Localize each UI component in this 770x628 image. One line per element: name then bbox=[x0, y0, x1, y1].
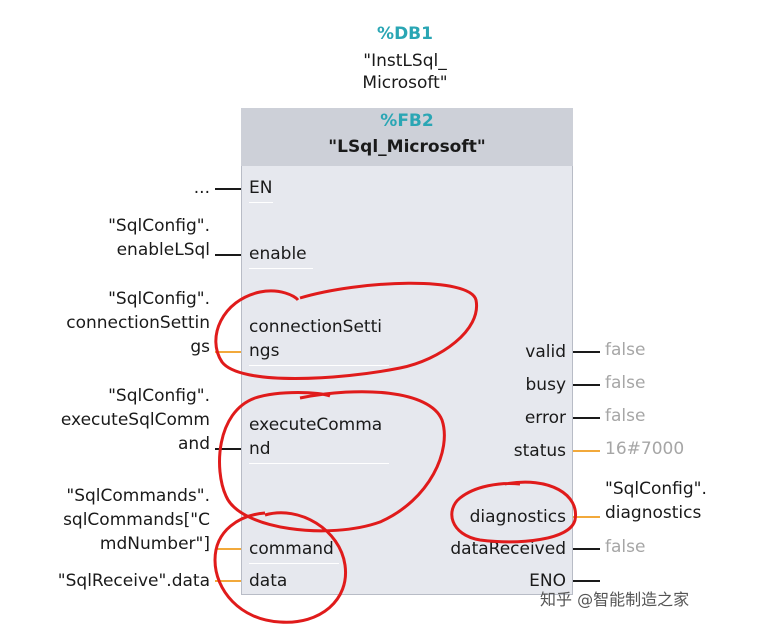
wire-diagnostics bbox=[573, 516, 600, 518]
pin-data-received[interactable]: dataReceived bbox=[450, 539, 566, 559]
wire-valid bbox=[573, 351, 600, 353]
wire-busy bbox=[573, 384, 600, 386]
operand-execute-command[interactable]: "SqlConfig". executeSqlComm and bbox=[60, 386, 210, 454]
annotation-circle-command-data bbox=[213, 511, 348, 624]
pin-diagnostics[interactable]: diagnostics bbox=[469, 507, 566, 527]
operand-diagnostics[interactable]: "SqlConfig". diagnostics bbox=[605, 479, 707, 523]
pin-command-underline bbox=[249, 563, 339, 564]
wire-eno bbox=[573, 580, 600, 582]
wire-connection-settings bbox=[215, 351, 241, 353]
operand-enable[interactable]: "SqlConfig". enableLSql bbox=[108, 216, 210, 260]
wire-data-received bbox=[573, 548, 600, 550]
fb-number: %FB2 bbox=[380, 111, 434, 131]
pin-en-underline bbox=[249, 202, 273, 203]
wire-error bbox=[573, 417, 600, 419]
wire-enable bbox=[215, 254, 241, 256]
pin-en[interactable]: EN bbox=[249, 178, 273, 198]
pin-enable[interactable]: enable bbox=[249, 244, 307, 264]
wire-status bbox=[573, 450, 600, 452]
pin-valid[interactable]: valid bbox=[525, 342, 566, 362]
annotation-circle-execute-command bbox=[218, 390, 446, 533]
operand-error[interactable]: false bbox=[605, 406, 646, 426]
pin-data[interactable]: data bbox=[249, 571, 288, 591]
operand-valid[interactable]: false bbox=[605, 340, 646, 360]
instance-db-name: "InstLSql_ Microsoft" bbox=[362, 51, 448, 93]
operand-status[interactable]: 16#7000 bbox=[605, 439, 685, 459]
annotation-circle-connection-settings bbox=[214, 281, 479, 380]
pin-connection-settings[interactable]: connectionSetti ngs bbox=[249, 317, 382, 361]
wire-data bbox=[215, 580, 241, 582]
operand-en[interactable]: ... bbox=[193, 178, 210, 198]
fb-name: "LSql_Microsoft" bbox=[328, 137, 486, 157]
operand-data-received[interactable]: false bbox=[605, 537, 646, 557]
wire-command bbox=[215, 548, 241, 550]
pin-busy[interactable]: busy bbox=[525, 375, 566, 395]
pin-eno[interactable]: ENO bbox=[529, 571, 566, 591]
pin-execute-command[interactable]: executeComma nd bbox=[249, 415, 383, 459]
operand-connection-settings[interactable]: "SqlConfig". connectionSettin gs bbox=[66, 289, 210, 357]
annotation-circle-diagnostics bbox=[450, 480, 578, 544]
pin-execute-command-underline bbox=[249, 463, 389, 464]
watermark: 知乎 @智能制造之家 bbox=[540, 590, 690, 609]
pin-connection-settings-underline bbox=[249, 365, 389, 366]
operand-command[interactable]: "SqlCommands". sqlCommands["C mdNumber"] bbox=[63, 486, 210, 554]
pin-enable-underline bbox=[249, 268, 313, 269]
operand-data[interactable]: "SqlReceive".data bbox=[57, 571, 210, 591]
instance-db-number: %DB1 bbox=[377, 24, 433, 44]
operand-busy[interactable]: false bbox=[605, 373, 646, 393]
pin-error[interactable]: error bbox=[524, 408, 566, 428]
wire-en bbox=[215, 188, 241, 190]
function-block-header bbox=[241, 108, 573, 166]
wire-execute-command bbox=[215, 448, 241, 450]
pin-status[interactable]: status bbox=[513, 441, 566, 461]
pin-command[interactable]: command bbox=[249, 539, 334, 559]
